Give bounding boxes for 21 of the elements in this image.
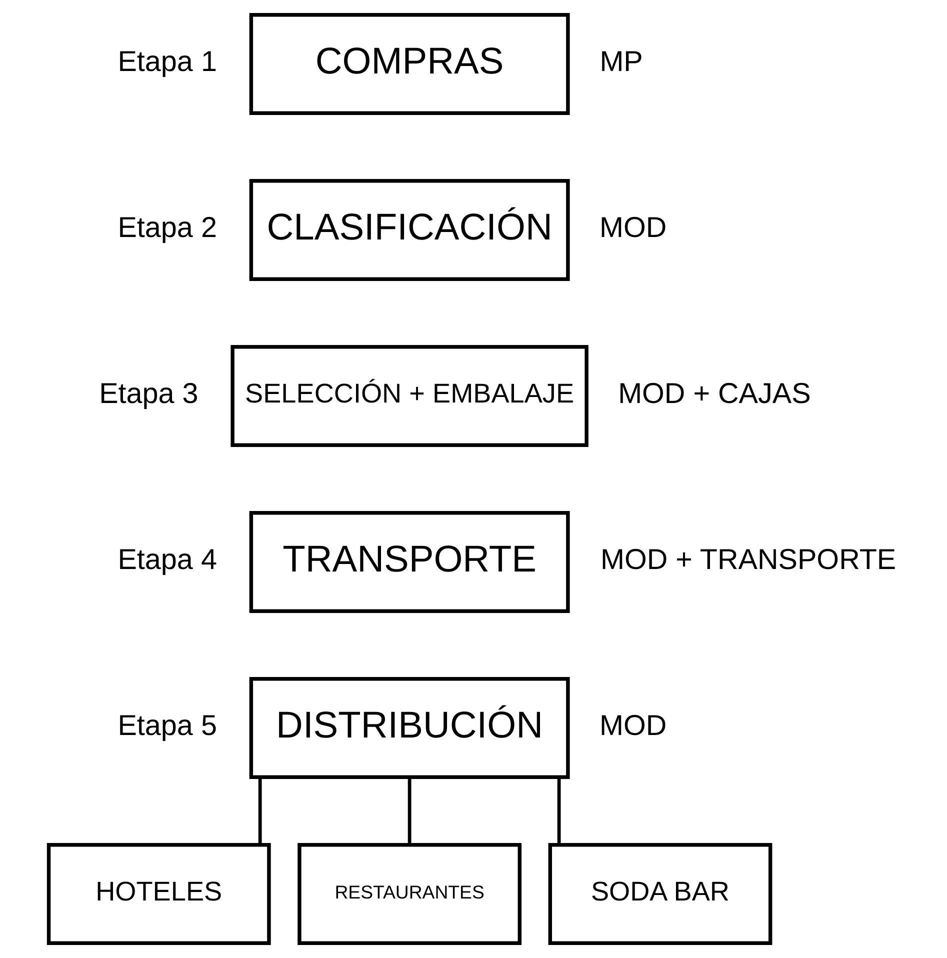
node-box: CLASIFICACIÓN	[249, 179, 570, 281]
node-box: SODA BAR	[548, 843, 772, 945]
node-box: RESTAURANTES	[298, 843, 522, 945]
node-box: HOTELES	[46, 843, 271, 945]
node-box: SELECCIÓN + EMBALAJE	[230, 345, 588, 447]
connector	[408, 777, 412, 845]
node-label: MOD	[600, 212, 667, 244]
node-label: Etapa 4	[118, 544, 217, 576]
connector	[258, 777, 262, 845]
node-label: MOD + CAJAS	[618, 378, 811, 410]
node-label: Etapa 2	[118, 212, 217, 244]
node-label: MP	[600, 46, 643, 78]
connector	[557, 777, 561, 845]
node-label: Etapa 3	[99, 378, 198, 410]
node-label: Etapa 5	[118, 710, 217, 742]
node-box: COMPRAS	[249, 13, 570, 115]
node-label: Etapa 1	[118, 46, 217, 78]
node-box: DISTRIBUCIÓN	[249, 677, 570, 779]
node-label: MOD + TRANSPORTE	[600, 544, 896, 576]
node-box: TRANSPORTE	[249, 511, 570, 613]
node-label: MOD	[600, 710, 667, 742]
